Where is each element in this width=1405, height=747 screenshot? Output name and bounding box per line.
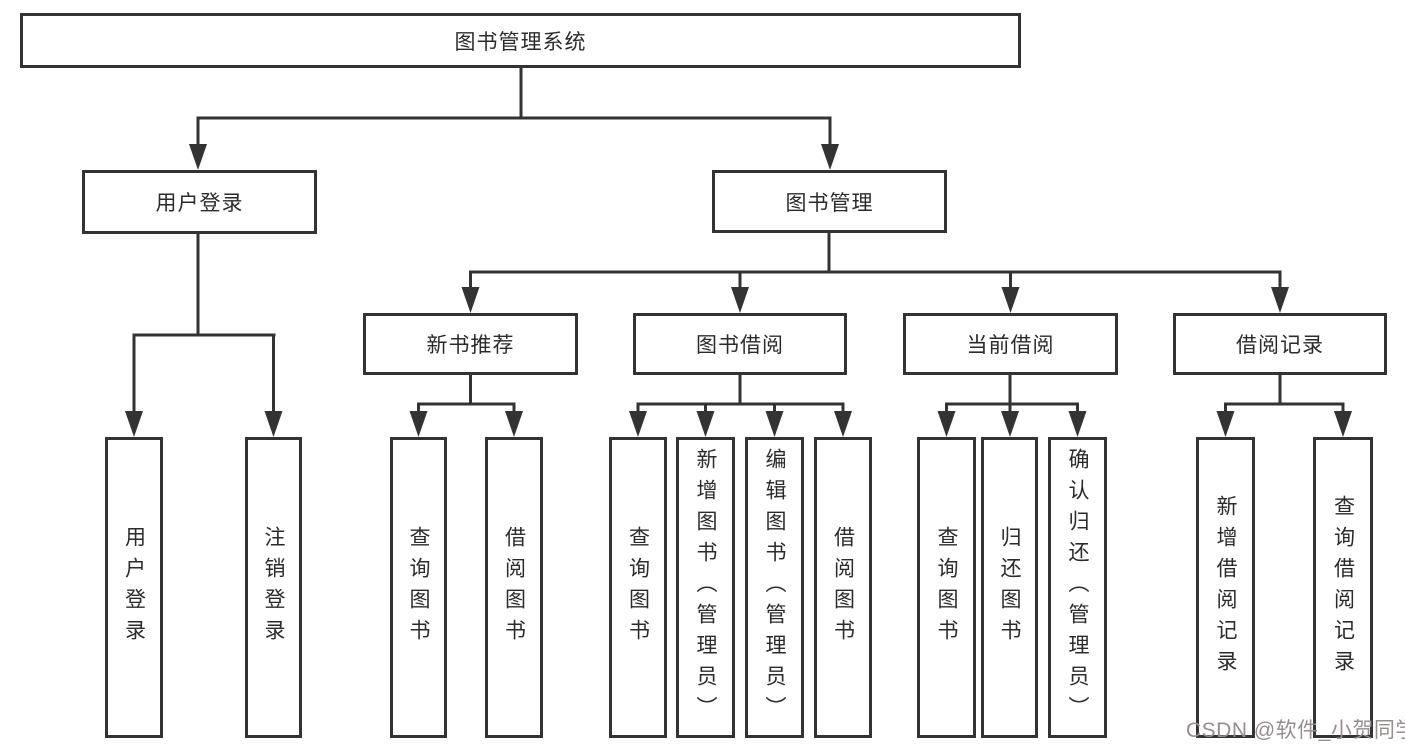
node-book-management-label: 图书管理	[785, 191, 874, 215]
node-current-borrow: 当前借阅	[903, 313, 1118, 375]
leaf-logout: 注销登录	[245, 437, 302, 738]
leaf-edit-book-admin-label: 编辑图书（管理员）	[763, 448, 786, 727]
leaf-query-books-1: 查询图书	[390, 437, 447, 738]
edges-current-borrow	[937, 371, 1087, 437]
leaf-confirm-return-admin-label: 确认归还（管理员）	[1066, 448, 1089, 727]
leaf-query-borrow-record: 查询借阅记录	[1313, 437, 1373, 738]
leaf-add-book-admin-label: 新增图书（管理员）	[694, 448, 717, 727]
leaf-query-books-2-label: 查询图书	[626, 525, 650, 650]
leaf-query-books-2: 查询图书	[609, 437, 667, 738]
leaf-add-book-admin: 新增图书（管理员）	[676, 437, 735, 738]
edges-borrow-records	[1216, 371, 1352, 437]
node-borrow-records-label: 借阅记录	[1236, 334, 1324, 357]
leaf-query-books-3: 查询图书	[917, 437, 976, 738]
leaf-logout-label: 注销登录	[262, 525, 285, 650]
node-root-label: 图书管理系统	[454, 30, 587, 54]
edges-new-book-recommend	[409, 371, 523, 437]
leaf-add-borrow-record-label: 新增借阅记录	[1214, 494, 1237, 681]
leaf-query-books-1-label: 查询图书	[407, 525, 430, 650]
leaf-confirm-return-admin: 确认归还（管理员）	[1048, 437, 1107, 738]
leaf-add-borrow-record: 新增借阅记录	[1196, 437, 1255, 738]
node-borrow-records: 借阅记录	[1173, 313, 1387, 375]
edges-root	[189, 64, 839, 170]
node-root: 图书管理系统	[20, 13, 1021, 68]
node-book-borrow: 图书借阅	[633, 313, 847, 375]
node-current-borrow-label: 当前借阅	[966, 334, 1055, 357]
node-user-login: 用户登录	[82, 170, 317, 234]
node-book-borrow-label: 图书借阅	[696, 334, 784, 357]
leaf-query-books-3-label: 查询图书	[935, 525, 958, 650]
edges-book-management	[461, 229, 1289, 313]
leaf-borrow-books-2-label: 借阅图书	[831, 525, 855, 650]
leaf-borrow-books-2: 借阅图书	[814, 437, 872, 738]
leaf-edit-book-admin: 编辑图书（管理员）	[745, 437, 804, 738]
leaf-user-login-label: 用户登录	[122, 525, 146, 650]
leaf-return-book: 归还图书	[981, 437, 1038, 738]
node-new-book-recommend: 新书推荐	[363, 313, 578, 375]
edges-user-login	[125, 230, 283, 437]
leaf-return-book-label: 归还图书	[998, 525, 1021, 650]
csdn-watermark: CSDN @软件_小贺同学	[1186, 719, 1405, 742]
node-book-management: 图书管理	[712, 170, 947, 233]
edges-book-borrow	[629, 371, 852, 437]
leaf-borrow-books-1: 借阅图书	[485, 437, 543, 738]
node-user-login-label: 用户登录	[155, 192, 244, 215]
node-new-book-recommend-label: 新书推荐	[426, 334, 515, 357]
leaf-user-login: 用户登录	[105, 437, 163, 738]
leaf-query-borrow-record-label: 查询借阅记录	[1331, 494, 1355, 681]
leaf-borrow-books-1-label: 借阅图书	[502, 525, 526, 650]
